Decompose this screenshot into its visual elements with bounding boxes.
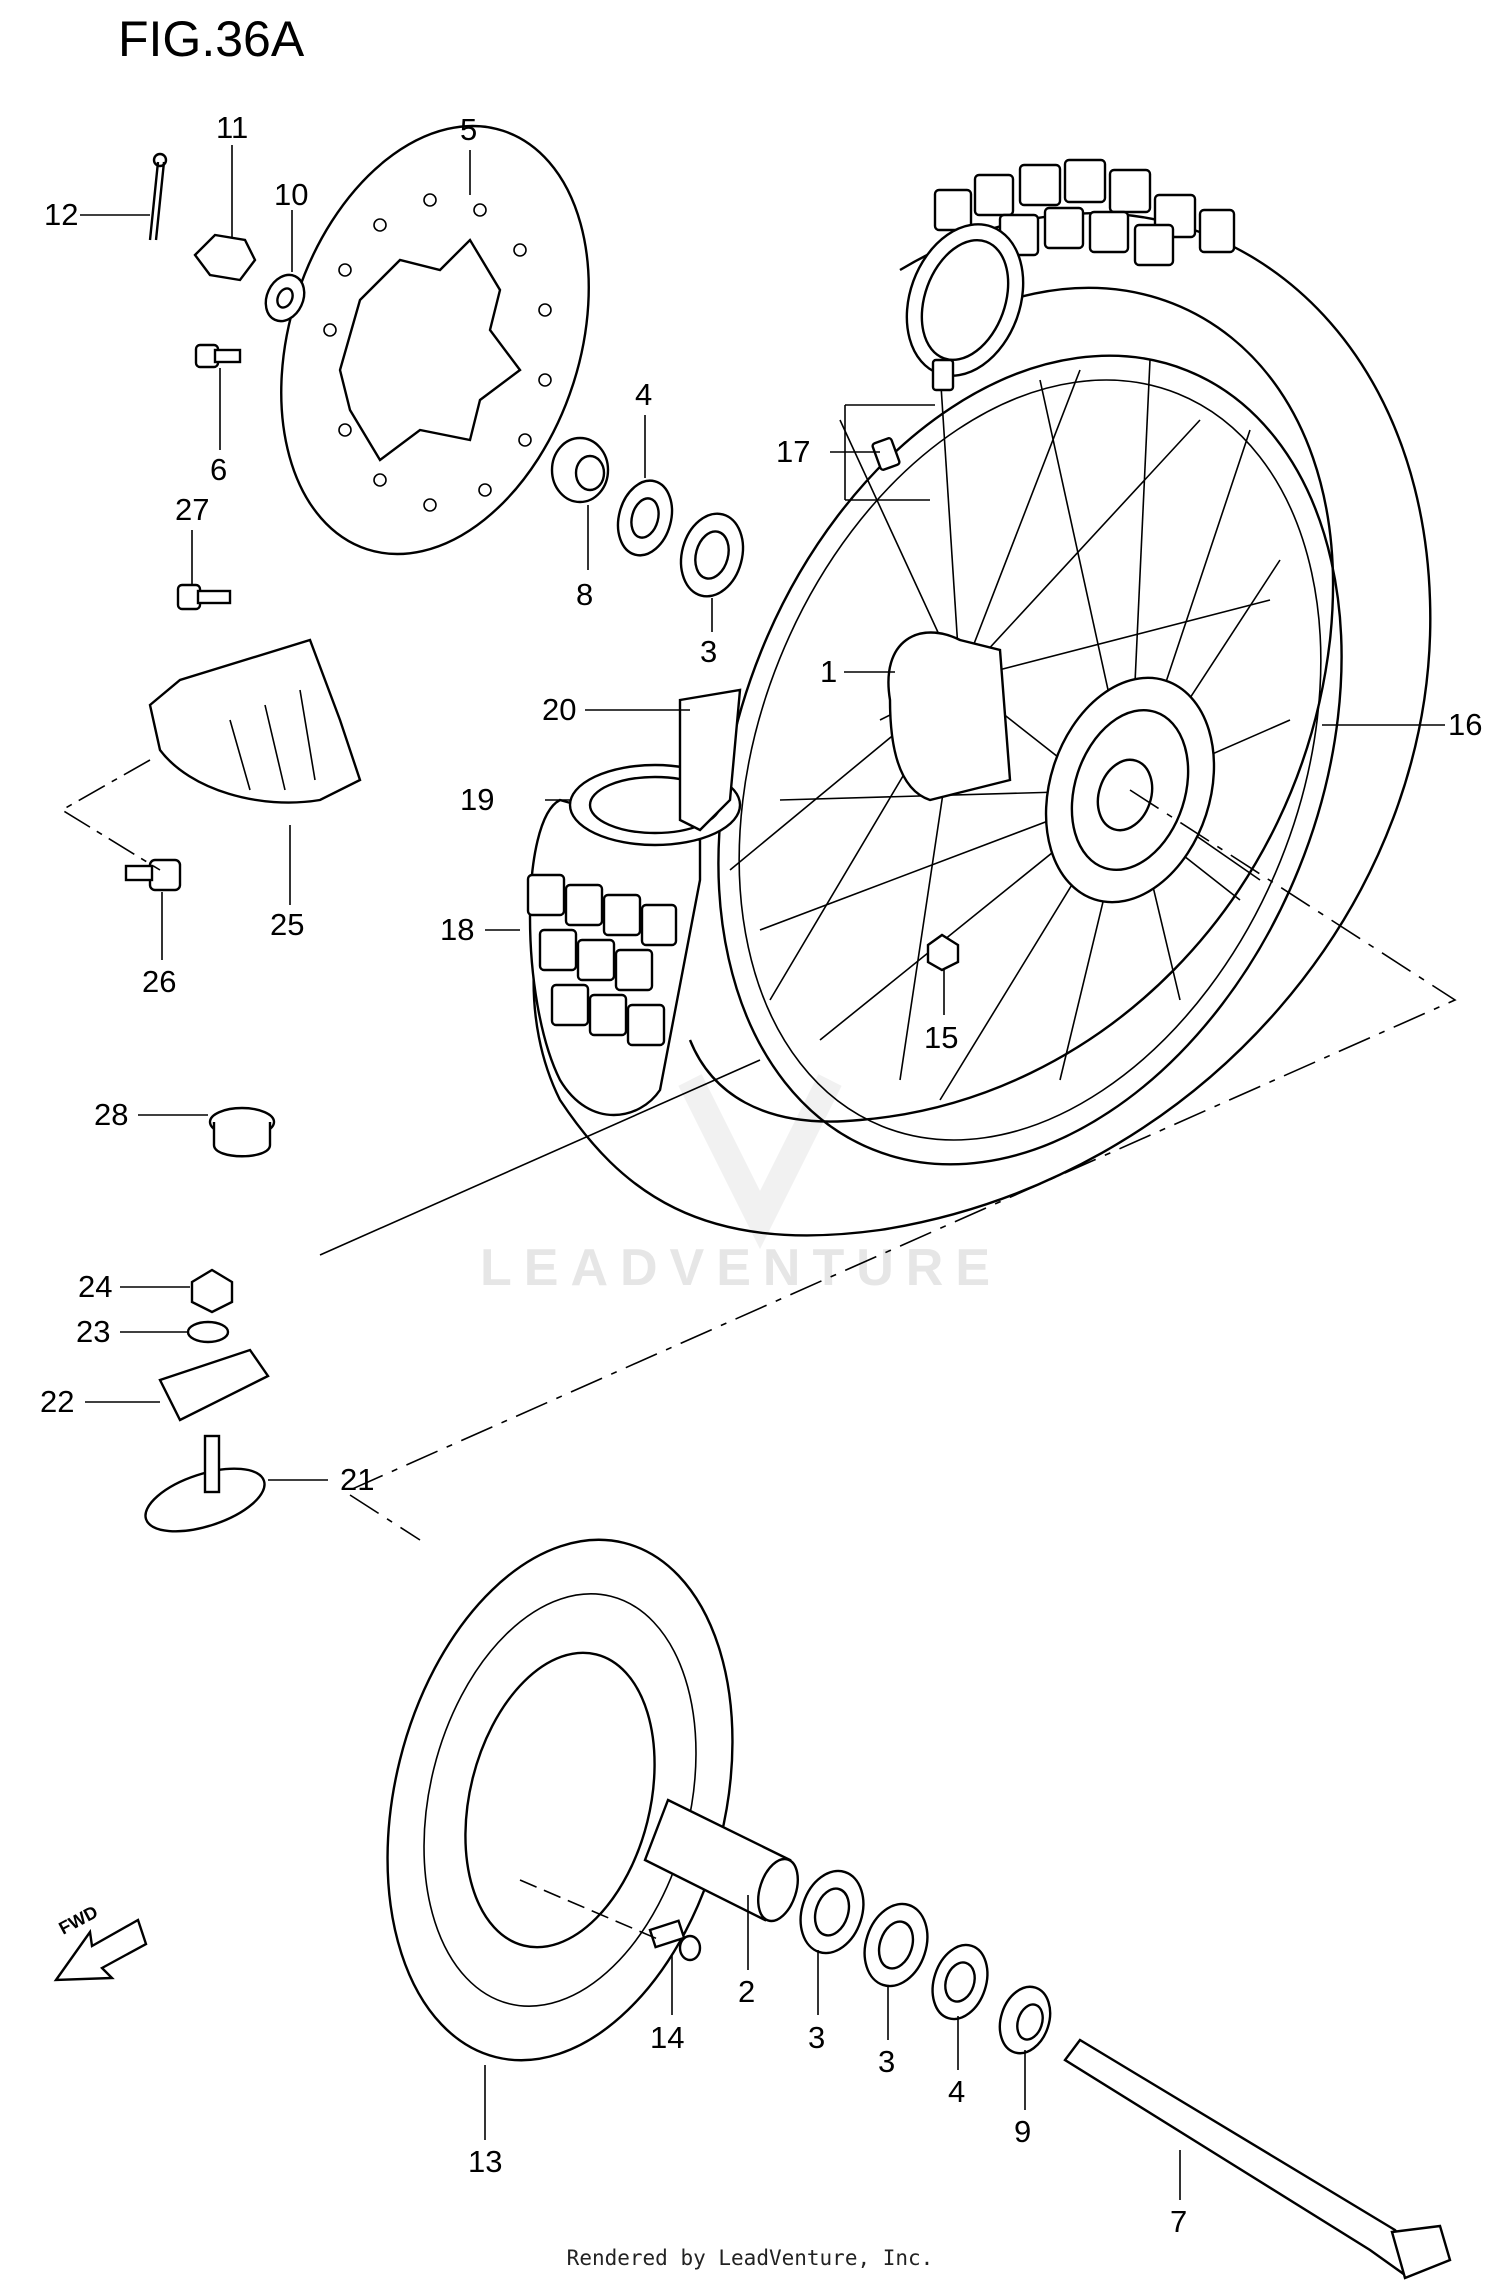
callout-16: 16 xyxy=(1448,707,1482,742)
callout-5: 5 xyxy=(460,112,477,147)
spoke-nipple-17a xyxy=(931,358,955,392)
callout-27: 27 xyxy=(175,492,209,527)
spacer-2 xyxy=(643,1798,799,1923)
wheel-assembly xyxy=(526,158,1432,1237)
callout-3b: 3 xyxy=(808,2020,825,2055)
watermark-logo xyxy=(678,1074,842,1250)
valve-washer-23 xyxy=(186,1320,230,1344)
rim-lock-22 xyxy=(158,1348,270,1422)
callout-1: 1 xyxy=(820,654,837,689)
callout-24: 24 xyxy=(78,1269,112,1304)
callout-8: 8 xyxy=(576,577,593,612)
bearing-3b xyxy=(863,1902,929,1988)
nut-15 xyxy=(926,933,960,972)
bearing-3-top xyxy=(679,512,745,598)
collar-9 xyxy=(998,1985,1052,2055)
rim-lock-21 xyxy=(144,1434,266,1533)
bolt-27 xyxy=(176,583,232,611)
washer-10 xyxy=(264,273,306,323)
callout-7: 7 xyxy=(1170,2204,1187,2239)
sprocket-bolt-14 xyxy=(648,1919,702,1962)
callout-4b: 4 xyxy=(948,2074,965,2109)
spoke-nipple-17b xyxy=(871,437,901,471)
callout-20: 20 xyxy=(542,692,576,727)
hub xyxy=(887,631,1216,904)
callout-13: 13 xyxy=(468,2144,502,2179)
rim-strip xyxy=(678,688,742,832)
callout-4: 4 xyxy=(635,377,652,412)
callout-9: 9 xyxy=(1014,2114,1031,2149)
callout-15: 15 xyxy=(924,1020,958,1055)
seal-4a xyxy=(616,479,674,557)
disc-guard xyxy=(148,638,362,804)
tire-outline xyxy=(532,212,1432,1237)
figure-title: FIG.36A xyxy=(118,11,305,67)
brake-disc xyxy=(280,124,590,556)
bolt-6 xyxy=(194,343,242,369)
callout-28: 28 xyxy=(94,1097,128,1132)
callout-12: 12 xyxy=(44,197,78,232)
callout-26: 26 xyxy=(142,964,176,999)
callout-21: 21 xyxy=(340,1462,374,1497)
callout-labels: 12 11 10 5 6 27 4 8 3 17 1 20 16 19 25 1… xyxy=(40,110,1482,2239)
callout-25: 25 xyxy=(270,907,304,942)
axle-7 xyxy=(1063,2038,1452,2280)
fwd-arrow xyxy=(53,1918,148,1982)
callout-22: 22 xyxy=(40,1384,74,1419)
callout-10: 10 xyxy=(274,177,308,212)
seal-4b xyxy=(931,1943,989,2021)
bearing-3a xyxy=(799,1869,865,1955)
axle-nut xyxy=(193,233,257,282)
callout-3: 3 xyxy=(700,634,717,669)
callout-23: 23 xyxy=(76,1314,110,1349)
callout-2: 2 xyxy=(738,1974,755,2009)
callout-19: 19 xyxy=(460,782,494,817)
callout-6: 6 xyxy=(210,452,227,487)
bolt-26 xyxy=(124,858,182,892)
callout-18: 18 xyxy=(440,912,474,947)
sprocket xyxy=(386,1538,734,2062)
callout-17: 17 xyxy=(776,434,810,469)
rim xyxy=(717,354,1343,1166)
guide-lines xyxy=(60,759,1457,1941)
watermark-text: LEADVENTURE xyxy=(480,1239,1003,1297)
cotter-pin xyxy=(148,152,168,241)
valve-nut-24 xyxy=(190,1268,234,1314)
footer-credit: Rendered by LeadVenture, Inc. xyxy=(566,2246,934,2270)
callout-3c: 3 xyxy=(878,2044,895,2079)
plug-28 xyxy=(208,1106,276,1158)
collar-8 xyxy=(550,436,610,504)
callout-14: 14 xyxy=(650,2020,684,2055)
leader-lines xyxy=(80,145,1445,2200)
callout-11: 11 xyxy=(216,110,248,145)
